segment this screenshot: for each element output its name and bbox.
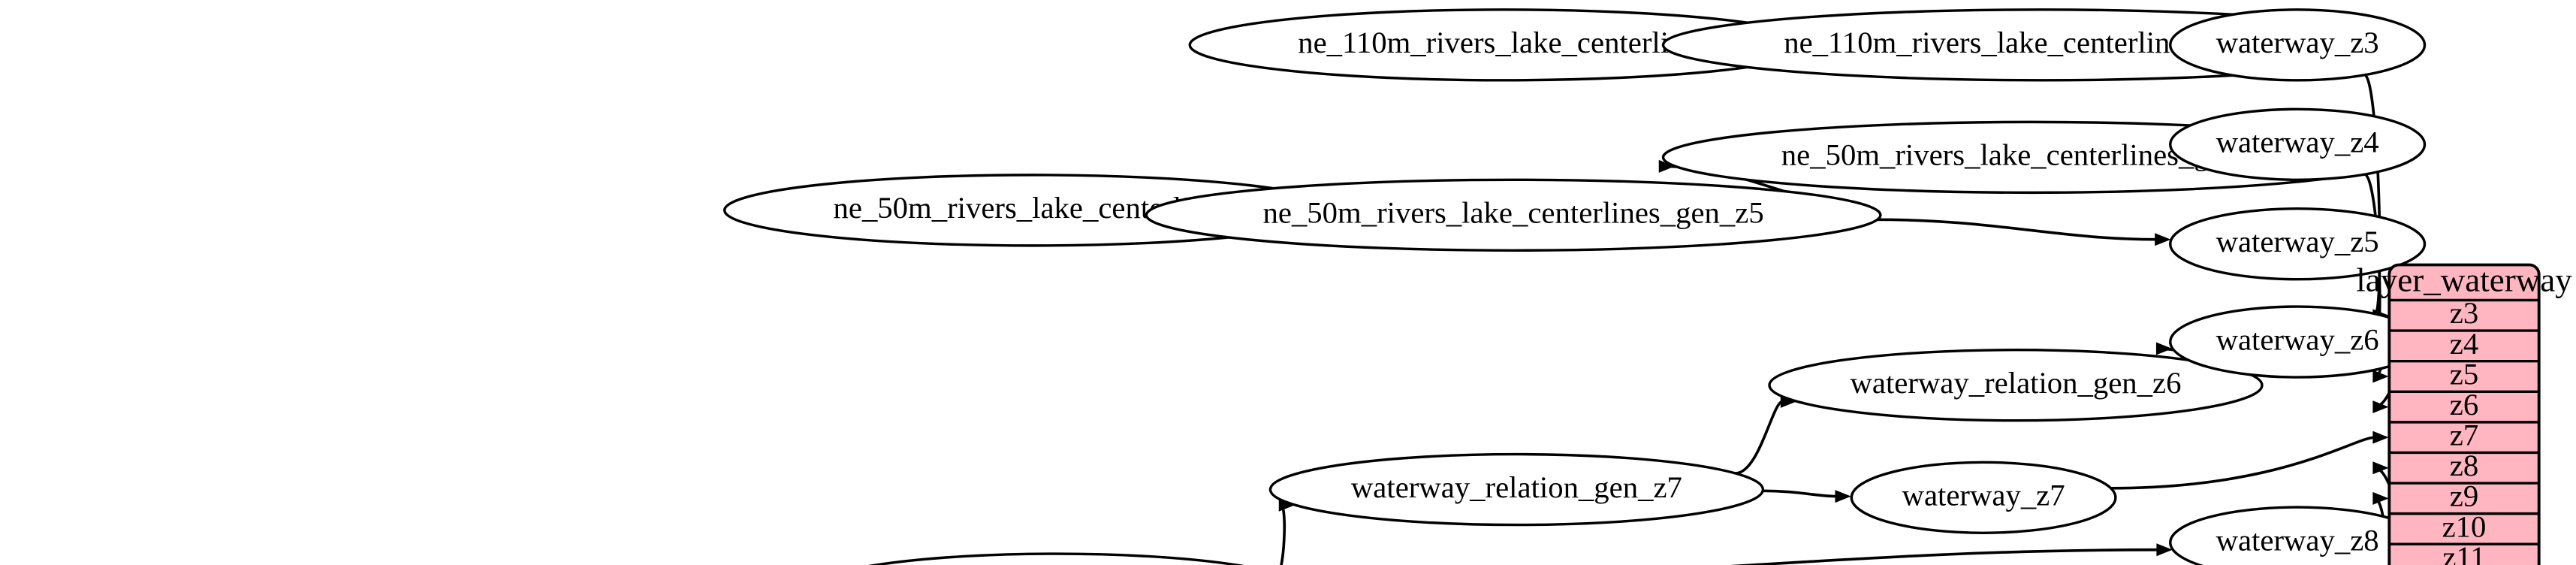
graph-node-waterway_z3[interactable]: waterway_z3 <box>2169 8 2427 82</box>
arrow-head-icon <box>2372 431 2389 444</box>
arrow-head-icon <box>2372 491 2389 505</box>
node-shape-ellipse <box>2169 506 2427 565</box>
graph-node-waterway_z7[interactable]: waterway_z7 <box>1850 461 2117 534</box>
node-shape-ellipse <box>2169 305 2427 379</box>
arrow-head-icon <box>2155 342 2173 355</box>
node-shape-ellipse <box>1268 452 1765 527</box>
edge-ne_50m_rivers_lake_centerlines_gen_z5-to-waterway_z5 <box>1877 218 2157 241</box>
table-node-layer-waterway[interactable]: layer_waterwayz3z4z5z6z7z8z9z10z11z12z13… <box>2356 261 2572 565</box>
arrow-head-icon <box>1835 490 1851 503</box>
arrow-head-icon <box>2155 233 2171 246</box>
node-shape-ellipse <box>2169 107 2427 181</box>
table-node-body <box>2387 263 2541 565</box>
graph-node-waterway_z6[interactable]: waterway_z6 <box>2169 305 2427 379</box>
graph-node-waterway_z5[interactable]: waterway_z5 <box>2169 207 2427 281</box>
nodes-layer: imposm3osm_waterway_relationosm_waterway… <box>722 8 2427 565</box>
graph-node-waterway_z8[interactable]: waterway_z8 <box>2169 506 2427 565</box>
graph-node-waterway_z4[interactable]: waterway_z4 <box>2169 107 2427 181</box>
graph-node-waterway_relation_gen_z7[interactable]: waterway_relation_gen_z7 <box>1268 452 1765 527</box>
arrow-head-icon <box>2372 370 2389 383</box>
graph-node-ne_50m_rivers_lake_centerlines_gen_z5[interactable]: ne_50m_rivers_lake_centerlines_gen_z5 <box>1145 178 1882 252</box>
node-shape-ellipse <box>2169 207 2427 281</box>
graph-node-waterway_relation_gen_z8[interactable]: waterway_relation_gen_z8 <box>810 552 1302 565</box>
arrow-head-icon <box>2372 461 2389 475</box>
arrow-head-icon <box>2372 400 2389 414</box>
table-node-layer: layer_waterwayz3z4z5z6z7z8z9z10z11z12z13… <box>2356 261 2572 565</box>
node-shape-ellipse <box>2169 8 2427 82</box>
edge-waterway_z7-to-layer_waterway_z7 <box>2110 436 2375 490</box>
edge-waterway_relation_gen_z8-to-waterway_relation_gen_z7 <box>1279 503 1286 565</box>
edge-waterway_relation_gen_z8-to-waterway_z8 <box>1730 548 2159 565</box>
node-shape-ellipse <box>1145 178 1882 252</box>
node-shape-ellipse <box>867 552 1244 565</box>
node-shape-ellipse <box>1850 461 2117 534</box>
edge-waterway_relation_gen_z7-to-waterway_z7 <box>1763 489 1838 498</box>
edge-waterway_relation_gen_z7-to-waterway_relation_gen_z6 <box>1735 400 1784 475</box>
node-shape-ellipse <box>1768 349 2264 422</box>
arrow-head-icon <box>2156 543 2173 557</box>
edge-waterway_z3-to-layer_waterway_z3 <box>2363 73 2381 317</box>
